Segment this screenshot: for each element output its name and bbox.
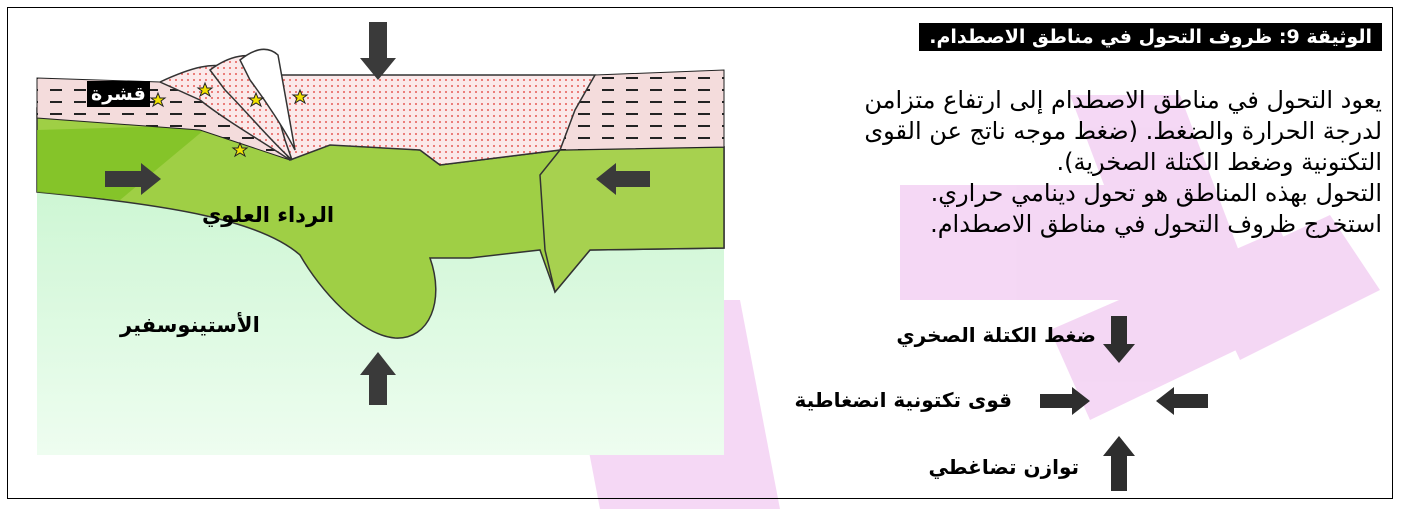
text-line: التكتونية وضغط الكتلة الصخرية). [1056,148,1382,176]
asthenosphere-label: الأستينوسفير [120,313,260,337]
right-arrow-icon [105,163,161,195]
legend-right-arrow-icon [1040,387,1090,415]
legend-arrows [1040,316,1208,491]
document-title: الوثيقة 9: ظروف التحول في مناطق الاصطدام… [919,23,1382,51]
right-plate-mantle [539,146,725,294]
metamorphism-markers [149,81,309,158]
document-frame [7,7,1393,499]
legend-rock-mass-pressure: ضغط الكتلة الصخري [896,323,1096,347]
legend-left-arrow-icon [1156,387,1208,415]
down-arrow-icon [360,22,396,80]
text-line: استخرج ظروف التحول في مناطق الاصطدام. [930,210,1382,238]
left-arrow-icon [596,163,650,195]
explanation-text: يعود التحول في مناطق الاصطدام إلى ارتفاع… [722,85,1382,240]
legend-down-arrow-icon [1103,316,1135,363]
text-line: لدرجة الحرارة والضغط. (ضغط موجه ناتج عن … [864,117,1382,145]
text-line: يعود التحول في مناطق الاصطدام إلى ارتفاع… [864,86,1382,114]
up-arrow-icon [360,352,396,405]
upper-mantle-label: الرداء العلوي [202,203,335,227]
diagram-arrows [105,22,650,405]
thrust-sheets [158,48,296,161]
legend-up-arrow-icon [1103,436,1135,491]
legend-isostatic-balance: توازن تضاغطي [928,455,1079,479]
mantle-highlight [37,125,210,200]
text-line: التحول بهذه المناطق هو تحول دينامي حراري… [930,179,1382,207]
legend-tectonic-forces: قوى تكتونية انضغاطية [794,388,1012,412]
crust-label: قشرة [87,81,150,107]
